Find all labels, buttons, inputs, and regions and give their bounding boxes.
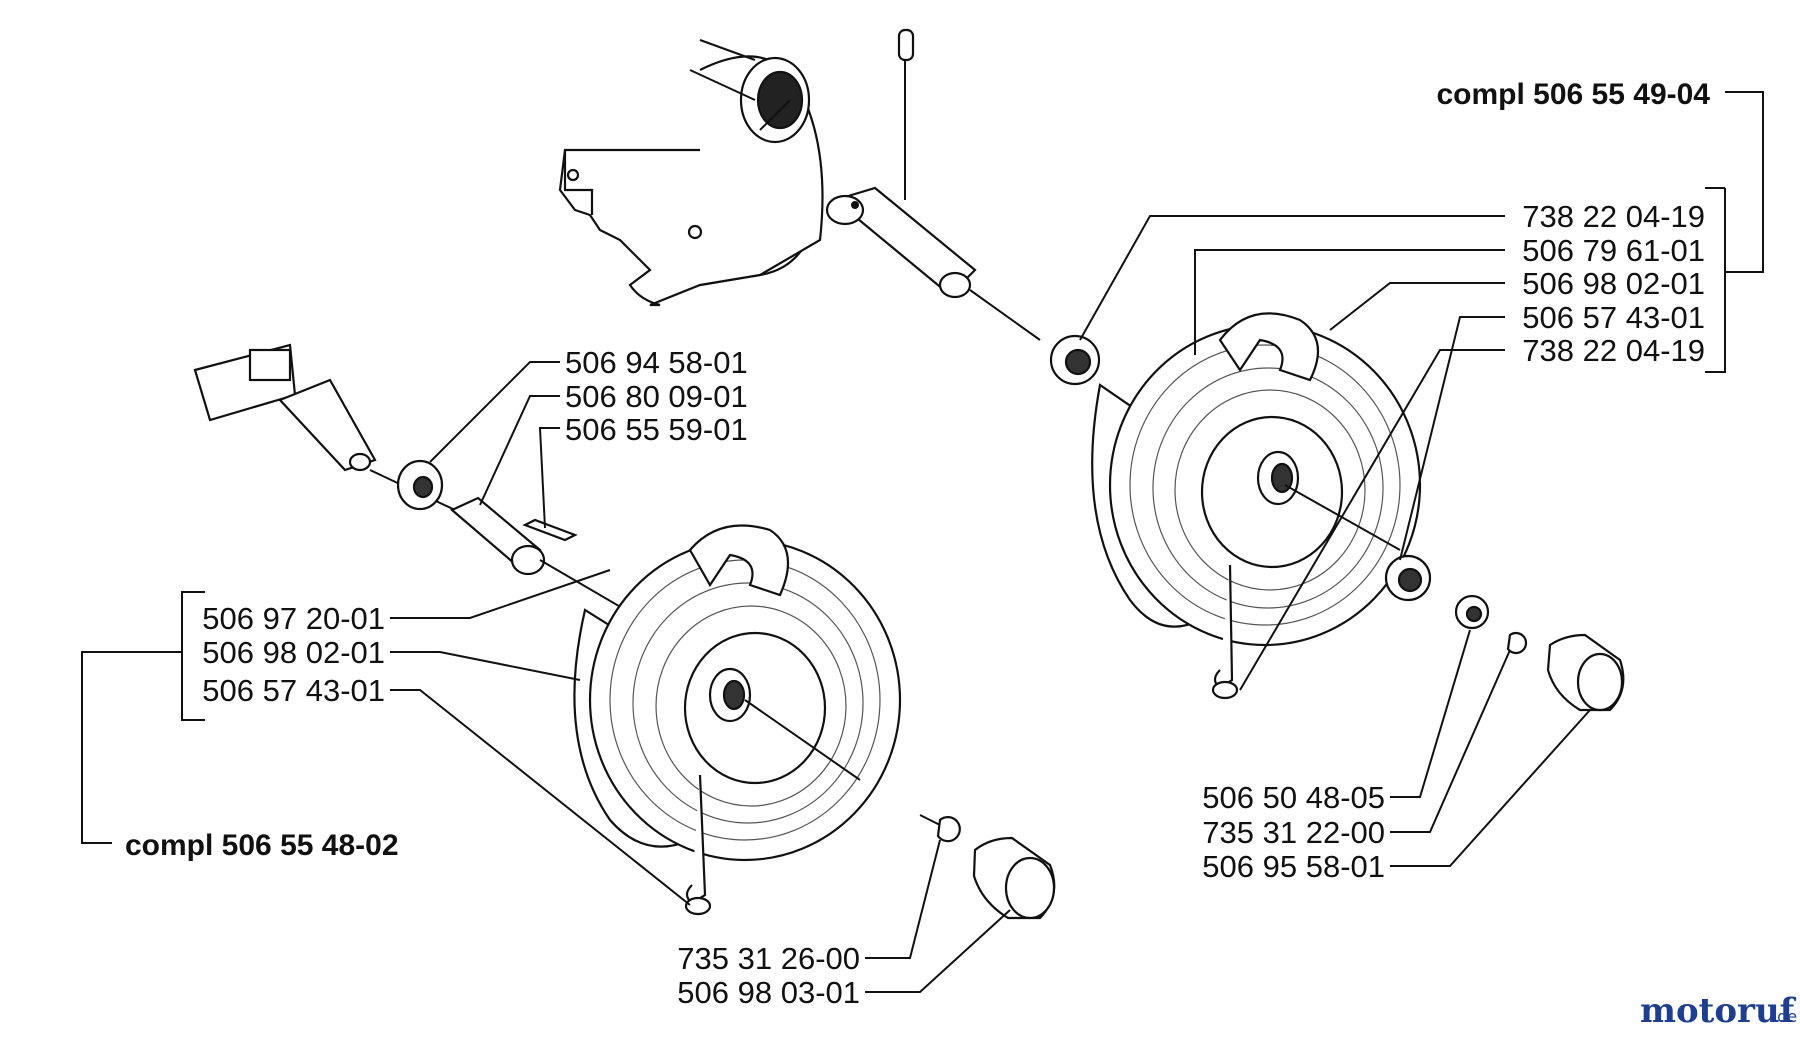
right-hub-parts: [1384, 554, 1625, 712]
right-part-label-3: 506 98 02-01: [1522, 266, 1705, 301]
left-axle-parts: [396, 459, 661, 631]
right-hub-label-3: 506 95 58-01: [1202, 849, 1385, 884]
upper-axle: [825, 186, 1041, 341]
pin: [897, 28, 915, 200]
left-axle-label-2: 506 80 09-01: [565, 379, 748, 414]
left-wheel-label-2: 506 98 02-01: [202, 635, 385, 670]
right-part-label-5: 738 22 04-19: [1522, 333, 1705, 368]
left-wheel-label-3: 506 57 43-01: [202, 673, 385, 708]
mounting-bracket: [558, 39, 824, 307]
right-part-label-2: 506 79 61-01: [1522, 233, 1705, 268]
left-hub-parts: [919, 814, 1056, 920]
right-hub-label-2: 735 31 22-00: [1202, 815, 1385, 850]
bearing-right-inner: [1049, 334, 1101, 386]
left-wheel-label-1: 506 97 20-01: [202, 601, 385, 636]
assembly-label-left: compl 506 55 48-02: [125, 829, 399, 862]
left-axle-label-1: 506 94 58-01: [565, 345, 748, 380]
left-hub-label-2: 506 98 03-01: [677, 975, 860, 1010]
right-hub-label-1: 506 50 48-05: [1202, 780, 1385, 815]
watermark-brand: motoruf: [1640, 991, 1797, 1031]
left-axle-label-3: 506 55 59-01: [565, 412, 748, 447]
right-wheel: [1091, 312, 1422, 700]
left-axle: [193, 343, 456, 511]
right-part-label-4: 506 57 43-01: [1522, 300, 1705, 335]
left-wheel: [573, 524, 902, 916]
watermark-suffix: .de: [1772, 1007, 1797, 1026]
leader-lines: [81, 91, 1764, 993]
assembly-label-right: compl 506 55 49-04: [1436, 78, 1710, 111]
left-hub-label-1: 735 31 26-00: [677, 941, 860, 976]
watermark-logo: motoruf .de: [1640, 991, 1797, 1031]
right-part-label-1: 738 22 04-19: [1522, 199, 1705, 234]
